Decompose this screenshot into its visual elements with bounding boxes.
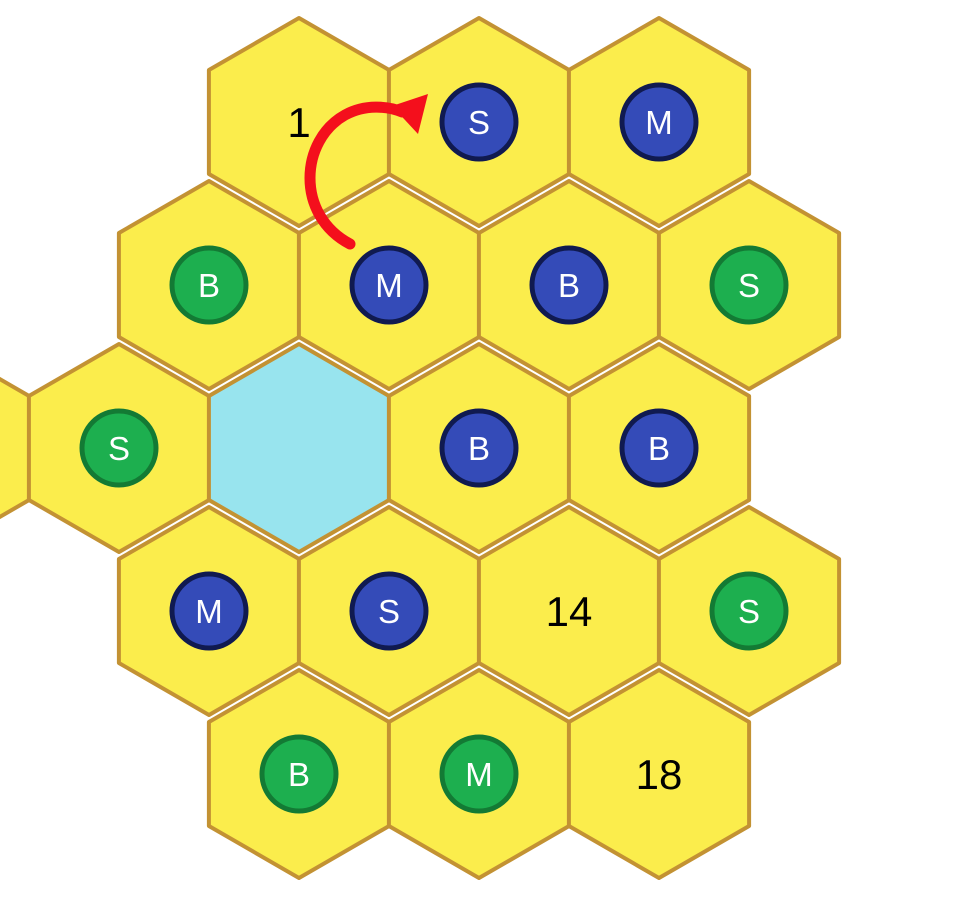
piece-letter: B [648,430,670,467]
piece-letter: S [468,104,490,141]
piece-letter: M [195,593,223,630]
piece-letter: B [198,267,220,304]
piece-token [169,245,249,325]
blue-piece[interactable]: S [349,571,429,651]
cell-number: 14 [546,588,593,635]
hex-cell[interactable]: M [116,505,302,717]
blue-piece[interactable]: S [439,82,519,162]
curved-arrow-icon [304,94,428,250]
hex-cell[interactable]: B [566,342,752,554]
hex-cell[interactable]: S [296,505,482,717]
piece-letter: B [468,430,490,467]
hex-cell[interactable]: B [206,668,392,880]
piece-letter: S [378,593,400,630]
blue-piece[interactable]: B [439,408,519,488]
blue-piece[interactable]: M [169,571,249,651]
blue-piece[interactable]: B [619,408,699,488]
piece-token [349,571,429,651]
piece-token [439,408,519,488]
blue-piece[interactable]: M [619,82,699,162]
piece-token [619,408,699,488]
green-piece[interactable]: M [439,734,519,814]
arrow-head [392,94,428,134]
piece-letter: M [465,756,493,793]
piece-token [169,571,249,651]
cell-number: 1 [287,99,310,146]
hex-cell[interactable]: M [386,668,572,880]
hex-cell[interactable]: 18 [566,668,752,880]
piece-token [619,82,699,162]
hex-shape [566,668,752,880]
cells-layer: 1SMBMBS8SBBMS14SBM18 [0,16,842,880]
piece-letter: S [108,430,130,467]
hex-cell[interactable]: S [656,505,842,717]
piece-token [439,734,519,814]
piece-letter: S [738,267,760,304]
hex-cell[interactable]: 8 [0,344,32,552]
green-piece[interactable]: S [709,571,789,651]
hex-cell[interactable]: B [116,179,302,391]
piece-token [259,734,339,814]
piece-token [79,408,159,488]
piece-token [709,571,789,651]
piece-letter: M [375,267,403,304]
cell-number: 18 [636,751,683,798]
piece-letter: S [738,593,760,630]
hex-cell[interactable]: B [386,342,572,554]
piece-letter: M [645,104,673,141]
piece-letter: B [558,267,580,304]
piece-token [529,245,609,325]
hex-cell[interactable]: B [476,179,662,391]
green-piece[interactable]: B [259,734,339,814]
blue-piece[interactable]: M [349,245,429,325]
hex-cell[interactable]: M [566,16,752,228]
blue-piece[interactable]: B [529,245,609,325]
hex-cell[interactable]: S [656,179,842,391]
piece-token [349,245,429,325]
hex-cell[interactable]: S [26,342,212,554]
hex-shape [0,376,32,520]
green-piece[interactable]: B [169,245,249,325]
green-piece[interactable]: S [709,245,789,325]
piece-letter: B [288,756,310,793]
piece-token [439,82,519,162]
move-arrow [304,94,428,250]
green-piece[interactable]: S [79,408,159,488]
piece-token [709,245,789,325]
arrow-shaft [304,101,408,250]
